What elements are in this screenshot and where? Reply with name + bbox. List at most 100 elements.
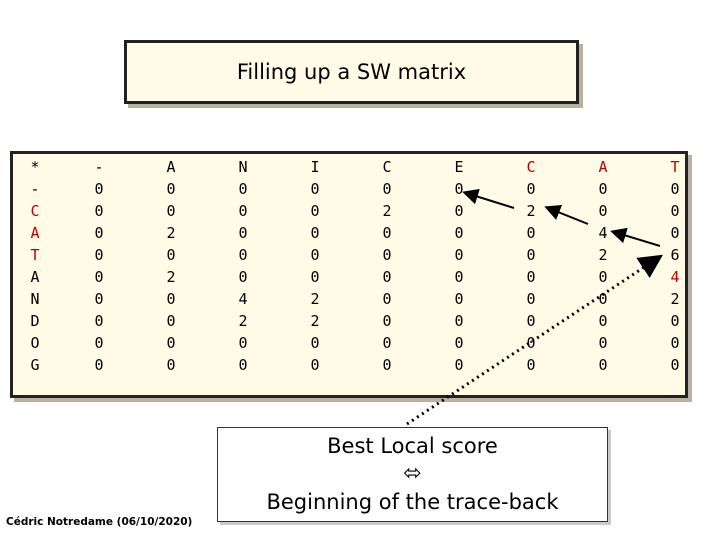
- matrix-cell: 2: [598, 246, 608, 264]
- matrix-cell: 0: [598, 202, 608, 220]
- row-label: A: [30, 224, 40, 242]
- matrix-cell: 0: [598, 334, 608, 352]
- matrix-cell: 0: [94, 334, 104, 352]
- matrix-cell: 0: [670, 224, 680, 242]
- column-header: N: [238, 158, 248, 176]
- row-label: C: [30, 202, 40, 220]
- matrix-cell: 0: [94, 224, 104, 242]
- trace-arrow-2: [544, 205, 589, 225]
- matrix-cell: 0: [454, 356, 464, 374]
- column-header: E: [454, 158, 464, 176]
- column-header: -: [94, 158, 104, 176]
- matrix-cell: 0: [382, 246, 392, 264]
- matrix-cell: 2: [526, 202, 536, 220]
- matrix-cell: 0: [166, 246, 176, 264]
- matrix-cell: 0: [598, 290, 608, 308]
- matrix-cell: 0: [670, 312, 680, 330]
- slide-title: Filling up a SW matrix: [236, 60, 467, 84]
- matrix-cell: 0: [310, 180, 320, 198]
- best-score-callout: Best Local score ⬄ Beginning of the trac…: [217, 427, 608, 522]
- matrix-cell: 0: [382, 180, 392, 198]
- matrix-cell: 4: [238, 290, 248, 308]
- matrix-cell: 0: [94, 290, 104, 308]
- callout-line-2: Beginning of the trace-back: [266, 490, 559, 514]
- row-label: -: [30, 180, 40, 198]
- matrix-cell: 0: [526, 180, 536, 198]
- double-arrow-icon: ⬄: [403, 461, 422, 486]
- slide-title-box: Filling up a SW matrix: [124, 40, 579, 104]
- matrix-cell: 0: [598, 268, 608, 286]
- row-label: T: [30, 246, 40, 264]
- column-header: C: [382, 158, 392, 176]
- matrix-cell: 0: [310, 202, 320, 220]
- matrix-cell: 0: [670, 202, 680, 220]
- matrix-cell: 0: [238, 180, 248, 198]
- matrix-cell: 0: [454, 334, 464, 352]
- author-footer: Cédric Notredame (06/10/2020): [6, 516, 193, 528]
- matrix-cell: 0: [382, 334, 392, 352]
- trace-arrow-1: [462, 188, 515, 209]
- matrix-cell: 0: [454, 246, 464, 264]
- column-header: C: [526, 158, 536, 176]
- matrix-cell: 0: [598, 312, 608, 330]
- column-header: I: [310, 158, 320, 176]
- matrix-cell: 0: [310, 224, 320, 242]
- column-header: A: [166, 158, 176, 176]
- row-label: A: [30, 268, 40, 286]
- column-header: A: [598, 158, 608, 176]
- matrix-cell: 0: [382, 356, 392, 374]
- matrix-cell: 2: [310, 312, 320, 330]
- row-label: G: [30, 356, 40, 374]
- matrix-cell: 0: [598, 356, 608, 374]
- column-header: *: [30, 158, 40, 176]
- row-label: D: [30, 312, 40, 330]
- matrix-cell: 0: [310, 268, 320, 286]
- matrix-cell: 0: [526, 268, 536, 286]
- matrix-cell: 0: [94, 312, 104, 330]
- matrix-cell: 2: [310, 290, 320, 308]
- matrix-cell: 0: [598, 180, 608, 198]
- matrix-cell: 0: [454, 312, 464, 330]
- matrix-cell: 2: [238, 312, 248, 330]
- matrix-cell: 0: [670, 180, 680, 198]
- matrix-cell: 4: [598, 224, 608, 242]
- matrix-cell: 0: [670, 334, 680, 352]
- matrix-cell: 0: [238, 268, 248, 286]
- matrix-cell: 0: [382, 312, 392, 330]
- matrix-cell: 0: [382, 224, 392, 242]
- column-header: T: [670, 158, 680, 176]
- matrix-cell: 0: [238, 202, 248, 220]
- matrix-cell: 0: [166, 334, 176, 352]
- matrix-cell: 2: [166, 224, 176, 242]
- matrix-cell: 0: [526, 290, 536, 308]
- matrix-cell: 0: [238, 356, 248, 374]
- matrix-cell: 0: [454, 224, 464, 242]
- matrix-cell: 0: [94, 202, 104, 220]
- matrix-cell: 0: [94, 180, 104, 198]
- matrix-cell: 0: [526, 334, 536, 352]
- matrix-cell: 0: [310, 246, 320, 264]
- matrix-cell: 0: [166, 312, 176, 330]
- matrix-cell: 2: [670, 290, 680, 308]
- matrix-cell: 2: [166, 268, 176, 286]
- matrix-cell: 0: [670, 356, 680, 374]
- trace-arrow-3: [610, 227, 661, 247]
- matrix-cell: 4: [670, 268, 680, 286]
- matrix-cell: 0: [310, 356, 320, 374]
- matrix-cell: 0: [166, 180, 176, 198]
- matrix-cell: 0: [310, 334, 320, 352]
- matrix-cell: 0: [94, 356, 104, 374]
- matrix-cell: 0: [454, 290, 464, 308]
- matrix-cell: 0: [454, 268, 464, 286]
- row-label: O: [30, 334, 40, 352]
